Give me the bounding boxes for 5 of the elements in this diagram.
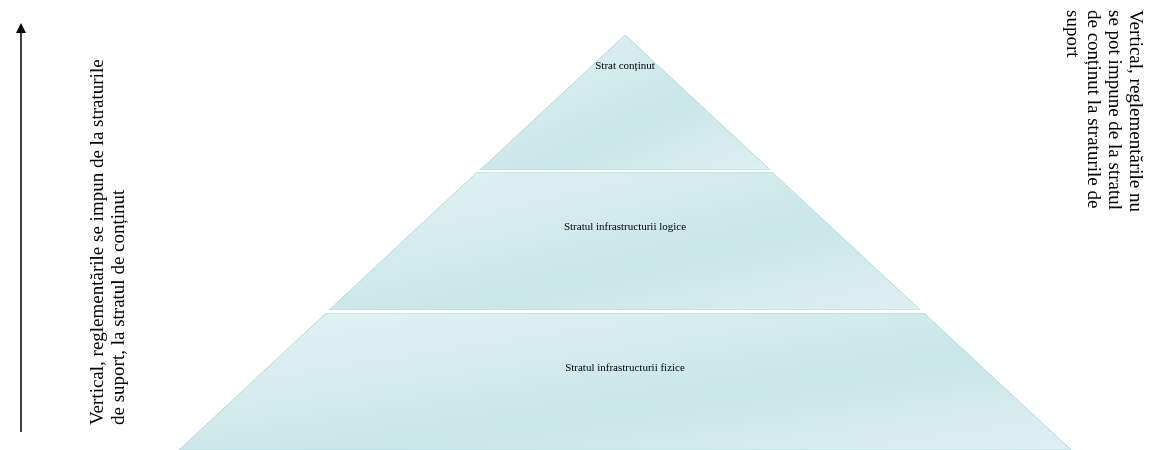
side-note: Vertical, reglementările se impun de la straturile de suport, la stratul de conținut <box>86 58 128 425</box>
layer-label: Stratul infrastructurii logice <box>562 220 688 232</box>
layer-label: Stratul infrastructurii fizice <box>564 361 686 373</box>
side-note: Vertical, reglementările nu se pot impune de la stratul de conținut la straturile de suport <box>1063 10 1147 215</box>
layer-label: Strat conținut <box>594 59 656 71</box>
